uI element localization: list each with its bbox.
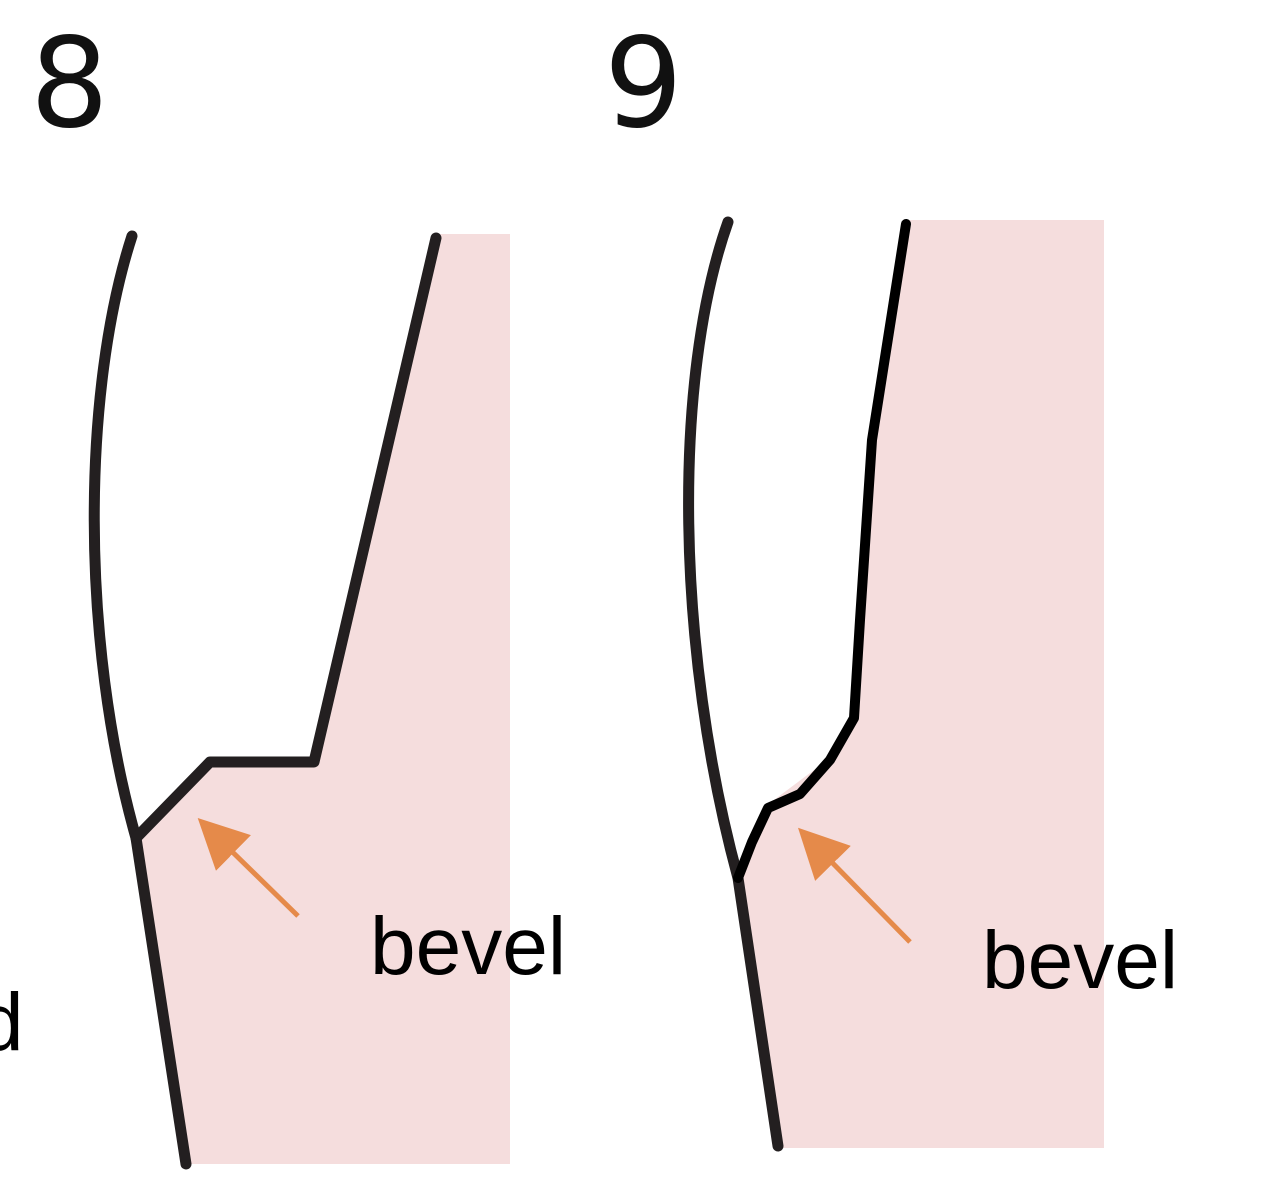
gingiva-area [136, 234, 510, 1164]
gingiva-area [738, 220, 1104, 1148]
bevel-label: bevel [982, 915, 1179, 1006]
bevel-arrow [798, 827, 912, 944]
panel-number: 9 [604, 12, 683, 156]
preparation-outline [733, 219, 911, 883]
panel-8-drawing [88, 230, 510, 1170]
panel-number: 8 [30, 12, 109, 156]
panel-9-drawing [683, 216, 1104, 1152]
cropped-edge-text: d [0, 977, 24, 1068]
tooth-outline [88, 230, 192, 1170]
bevel-arrow [197, 818, 300, 918]
preparation-outline [130, 232, 442, 844]
tooth-outline [683, 216, 784, 1152]
bevel-label: bevel [370, 901, 567, 992]
